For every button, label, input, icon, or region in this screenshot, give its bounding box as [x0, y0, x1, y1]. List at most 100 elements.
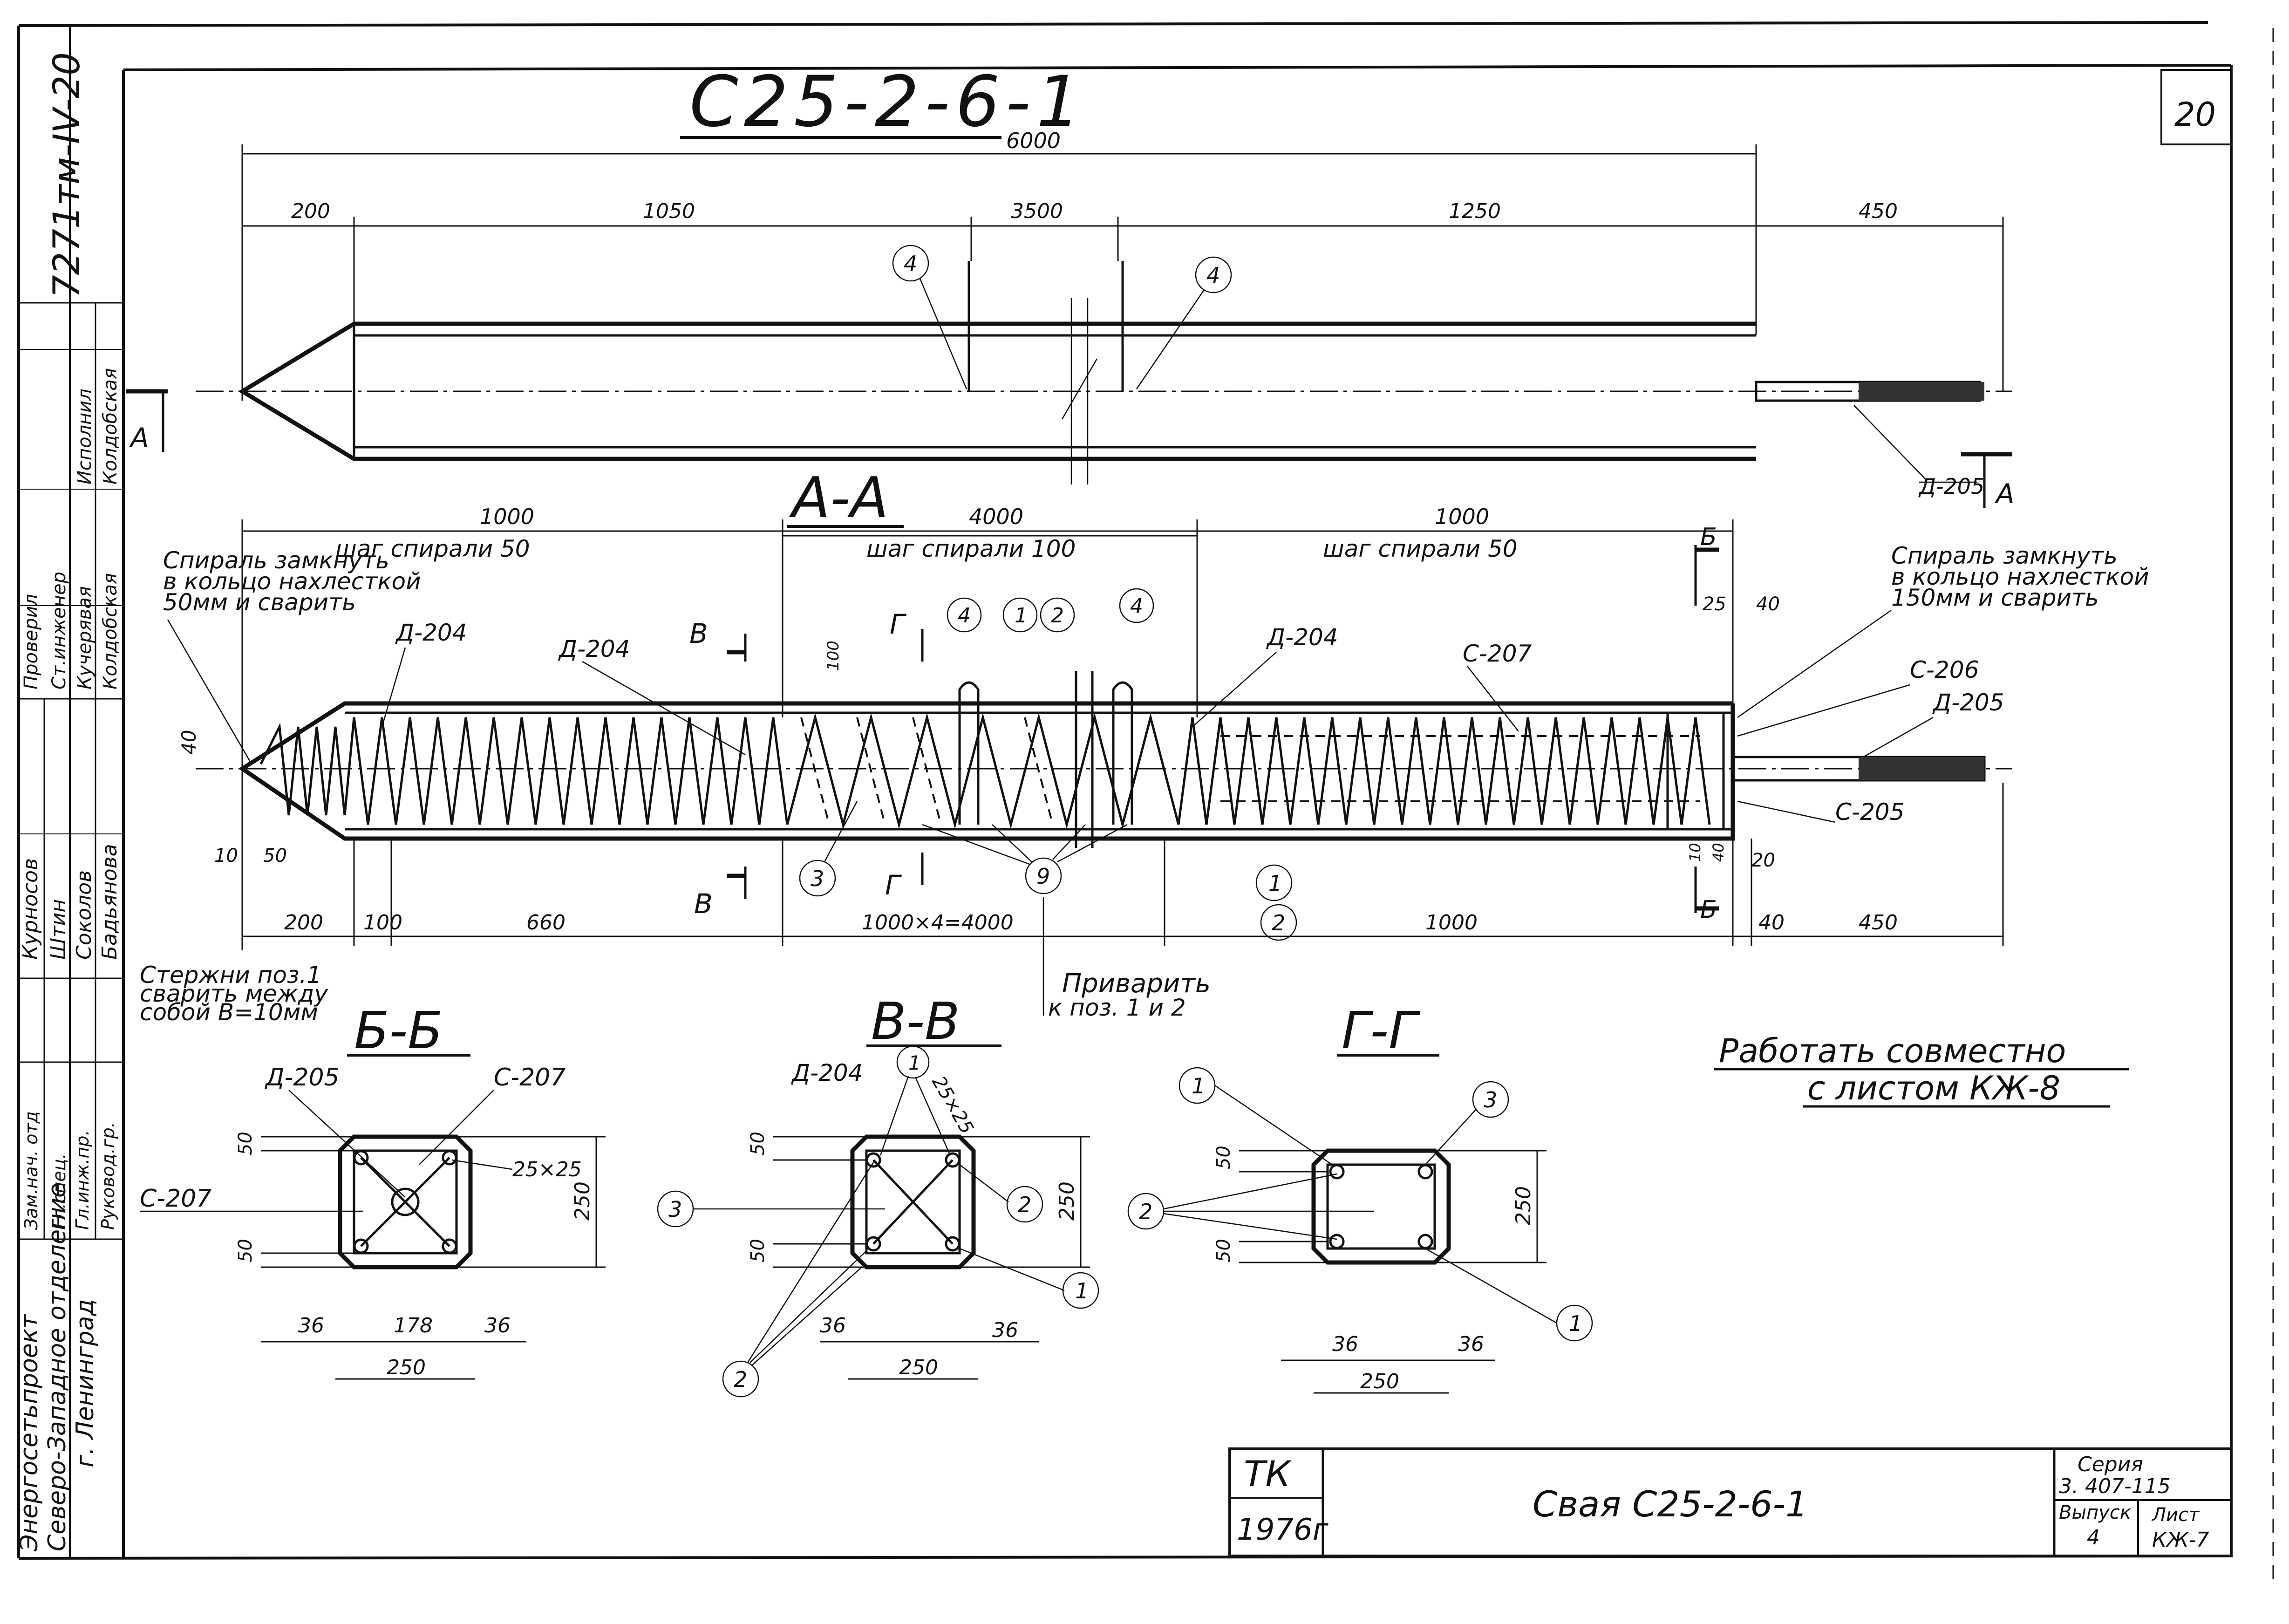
tb-sheet: КЖ-7 — [2152, 1528, 2209, 1552]
stamp-org-2: Северо-Западное отделение — [43, 1183, 71, 1551]
gg-250: 250 — [1360, 1370, 1399, 1393]
stamp-role-2: Гл.спец. — [49, 1153, 69, 1230]
label-d205: Д-205 — [1932, 689, 2004, 716]
vv-36a: 36 — [820, 1314, 846, 1337]
bb-178: 178 — [394, 1314, 433, 1337]
bb-d205: Д-205 — [265, 1064, 340, 1092]
tb-sheet-label: Лист — [2151, 1504, 2200, 1526]
section-bb: Б-Б Д-205 С-207 С-207 25×25 50 50 250 36… — [140, 1001, 606, 1380]
tb-series: 3. 407-115 — [2059, 1474, 2171, 1498]
dim-40-b: 40 — [1710, 843, 1727, 862]
vv-callout-2a: 2 — [1018, 1192, 1031, 1217]
work-note: Работать совместно с листом КЖ-8 — [1714, 1032, 2129, 1108]
tb-issue-label: Выпуск — [2059, 1502, 2131, 1523]
section-gg: Г-Г 1 3 2 1 50 50 250 36 36 250 — [1127, 1001, 1593, 1394]
section-mark-a-left: А — [129, 422, 149, 454]
stamp-name-3: Соколов — [72, 870, 96, 960]
vv-50b: 50 — [747, 1239, 769, 1262]
spiral-mid — [786, 713, 1180, 829]
note-right-1: Спираль замкнуть — [1891, 542, 2118, 569]
step-left: шаг спирали 50 — [335, 535, 530, 562]
tb-series-label: Серия — [2078, 1453, 2143, 1476]
sheet-number: 20 — [2174, 96, 2216, 134]
dim-total: 6000 — [1006, 128, 1061, 153]
vv-callout-1b: 1 — [1075, 1278, 1089, 1303]
stamp-name-1: Курносов — [19, 858, 42, 960]
dim-bottom-660: 660 — [526, 911, 565, 935]
spiral-left — [343, 717, 789, 825]
note-bottom-left-1: Стержни поз.1 — [140, 962, 321, 989]
pile-elevation: 6000 200 1050 3500 1250 450 4 4 — [126, 128, 2015, 510]
callout-4-left: 4 — [904, 251, 917, 276]
gg-36a: 36 — [1332, 1332, 1358, 1356]
mark-g-top: Г — [890, 608, 907, 640]
gg-36b: 36 — [1458, 1332, 1484, 1356]
dim-3500: 3500 — [1011, 199, 1063, 223]
mark-v-bottom: В — [694, 888, 713, 920]
section-vv: В-В Д-204 25×25 1 1 2 3 2 50 50 250 — [657, 991, 1099, 1398]
mark-v-top: В — [689, 618, 708, 649]
spiral-tip — [259, 723, 346, 816]
vv-36b: 36 — [992, 1318, 1018, 1342]
stamp-check-3: Кучерявая — [74, 586, 95, 689]
stamp-org-3: г. Ленинград — [71, 1299, 99, 1467]
bb-50a: 50 — [235, 1132, 256, 1155]
work-note-2: с листом КЖ-8 — [1807, 1069, 2060, 1107]
vv-50a: 50 — [747, 1132, 769, 1155]
gg-50b: 50 — [1213, 1239, 1234, 1262]
callout-aa-2: 2 — [1051, 604, 1064, 628]
mark-g-bottom: Г — [885, 869, 902, 901]
note-right-3: 150мм и сварить — [1891, 584, 2099, 611]
callout-aa-3: 3 — [811, 866, 824, 891]
label-c206: С-206 — [1910, 656, 1979, 683]
gg-callout-1a: 1 — [1192, 1073, 1205, 1099]
bb-50b: 50 — [235, 1239, 256, 1262]
section-gg-title: Г-Г — [1342, 1001, 1421, 1060]
label-c207: С-207 — [1463, 640, 1532, 667]
dim-10: 10 — [214, 845, 238, 867]
vv-d204: Д-204 — [791, 1059, 863, 1086]
vv-callout-2b: 2 — [734, 1367, 747, 1392]
callout-aa-4b: 4 — [1130, 594, 1143, 618]
label-d205-elev: Д-205 — [1918, 474, 1984, 499]
section-bb-title: Б-Б — [354, 1001, 443, 1060]
dim-aa-4000: 4000 — [969, 504, 1023, 529]
note-left-3: 50мм и сварить — [163, 589, 356, 616]
callout-aa-2b: 2 — [1272, 910, 1285, 935]
step-right: шаг спирали 50 — [1323, 535, 1518, 562]
dim-bottom-4000: 1000×4=4000 — [862, 911, 1014, 935]
drawing-title: С25-2-6-1 — [680, 61, 1086, 143]
label-d204-b: Д-204 — [558, 635, 630, 662]
vv-250: 250 — [899, 1356, 938, 1379]
dim-450: 450 — [1859, 199, 1898, 223]
section-vv-title: В-В — [871, 991, 960, 1051]
bb-36b: 36 — [484, 1314, 511, 1337]
step-mid: шаг спирали 100 — [866, 535, 1076, 562]
dim-40-side: 40 — [177, 730, 200, 755]
callout-aa-9: 9 — [1036, 864, 1050, 889]
dim-10-b: 10 — [1686, 843, 1704, 862]
dim-1050: 1050 — [643, 199, 695, 223]
stamp-name-4: Бадьянова — [98, 844, 122, 960]
spiral-right — [1177, 717, 1711, 825]
stamp-exec-2: Колдобская — [100, 368, 121, 484]
section-aa-title: А-А — [789, 466, 888, 531]
label-d204-c: Д-204 — [1266, 624, 1338, 651]
dim-40-top: 40 — [1756, 594, 1780, 615]
bb-250v: 250 — [571, 1181, 594, 1221]
dim-100-side: 100 — [824, 641, 843, 671]
gg-callout-3: 3 — [1484, 1087, 1497, 1112]
stamp-role-4: Руковод.гр. — [98, 1122, 118, 1230]
svg-text:С25-2-6-1: С25-2-6-1 — [689, 61, 1086, 143]
note-weld-2: к поз. 1 и 2 — [1048, 994, 1186, 1021]
stamp-role-3: Гл.инж.пр. — [72, 1130, 93, 1230]
dim-bottom-1000: 1000 — [1425, 911, 1478, 935]
note-bottom-left-2: сварить между — [140, 980, 328, 1007]
mark-b-top: Б — [1700, 523, 1717, 551]
dim-bottom-450: 450 — [1859, 911, 1898, 935]
section-mark-a-right: А — [1994, 478, 2015, 510]
bb-25x25: 25×25 — [512, 1158, 582, 1181]
stamp-exec-1: Исполнил — [74, 389, 95, 484]
title-block: ТК 1976г Свая С25-2-6-1 Серия 3. 407-115… — [1228, 1447, 2233, 1557]
